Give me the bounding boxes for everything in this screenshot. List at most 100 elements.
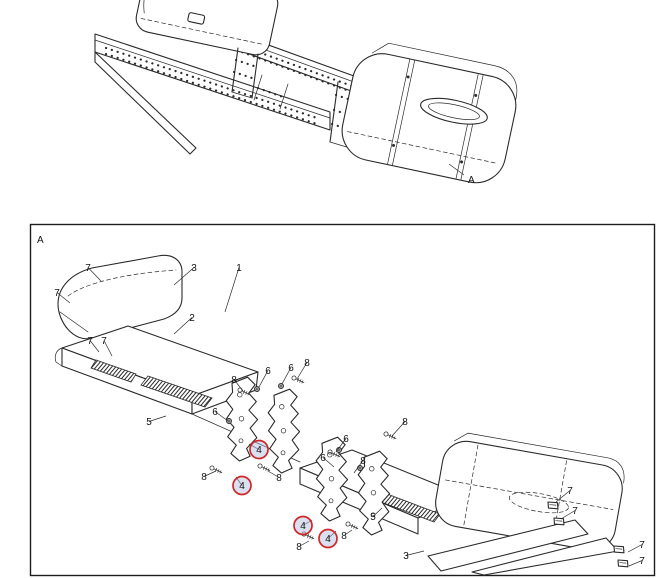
callout-number: 7 [567, 486, 573, 497]
callout-leader-line [173, 267, 195, 286]
callout-leader-line [405, 550, 425, 556]
callout-number: 4 [256, 445, 262, 456]
callout-number: 3 [403, 551, 409, 562]
callout-leader-line [353, 460, 364, 474]
callout-number: 4 [325, 534, 331, 545]
callout-leader-line [203, 470, 217, 477]
callout-number: 5 [370, 512, 376, 523]
callout-number: 7 [639, 540, 645, 551]
callout: 5 [370, 507, 383, 523]
overview-label-a: A [448, 163, 475, 186]
frame-crossmember [253, 74, 289, 110]
callout: 6 [320, 453, 335, 468]
overview-label-text: A [468, 175, 475, 186]
callout-number: 2 [189, 313, 195, 324]
callout: 6 [258, 366, 271, 388]
callout: 6 [212, 407, 229, 422]
callout-leader-line [555, 490, 571, 503]
callout-number: 8 [276, 473, 282, 484]
circled-callout: 4 [248, 439, 269, 460]
battery-box [135, 0, 279, 56]
callout-leader-line [148, 415, 167, 422]
callout-number: 8 [201, 472, 207, 483]
callout-leader-line [87, 267, 102, 282]
callout-leader-line [267, 470, 280, 478]
callout: 5 [146, 415, 167, 428]
callout-leader-line [391, 421, 406, 437]
callout: 7 [87, 336, 100, 353]
callout-number: 8 [304, 358, 310, 369]
tank-straps [387, 58, 484, 180]
callout: 6 [335, 434, 349, 453]
callout-number: 6 [343, 434, 349, 445]
callout-leader-line [233, 379, 244, 392]
callout-leader-line [627, 544, 643, 553]
callout-number: 7 [87, 336, 93, 347]
callout-number: 6 [265, 366, 271, 377]
callout-number: 1 [236, 263, 242, 274]
nut [254, 386, 260, 392]
tank-body [341, 53, 517, 184]
callout-leader-line [89, 340, 100, 353]
callout: 6 [281, 363, 294, 385]
nut [226, 418, 232, 424]
callout: 8 [353, 456, 366, 474]
callout-leader-line [560, 510, 576, 520]
callout: 8 [341, 529, 353, 542]
callout: 1 [224, 263, 242, 313]
callout-number: 6 [288, 363, 294, 374]
tread-strip [140, 375, 213, 408]
callout-number: 5 [146, 417, 152, 428]
callout-leader-line [322, 457, 335, 468]
callout-number: 6 [212, 407, 218, 418]
callout-number: 7 [101, 336, 107, 347]
highlight-circle [232, 475, 252, 496]
frame-rail-near [94, 33, 331, 155]
circled-callout: 4 [318, 528, 338, 549]
callout-number: 7 [54, 288, 60, 299]
circled-callout: 4 [232, 475, 252, 496]
callout: 7 [85, 263, 102, 282]
callout-leader-line [628, 560, 643, 567]
callout-leader-line [372, 507, 383, 517]
callout: 8 [201, 470, 217, 483]
callout-number: 8 [402, 417, 408, 428]
callout: 8 [296, 540, 310, 553]
callout-leader-line [343, 529, 353, 536]
callout-number: 7 [85, 263, 91, 274]
callout-number: 3 [191, 263, 197, 274]
nut [278, 383, 284, 389]
callout: 8 [296, 358, 310, 380]
tank-top-face [371, 42, 518, 163]
highlight-circle [249, 439, 269, 460]
circled-callout: 4 [293, 515, 313, 536]
frame-flange [94, 51, 197, 155]
callout-number: 7 [572, 506, 578, 517]
callout-leader-line [298, 540, 310, 547]
callout-leader-line [173, 317, 193, 335]
tread-strip [90, 359, 137, 383]
callout: 7 [627, 540, 645, 553]
highlight-circle [318, 528, 338, 549]
step-hanger-bracket [231, 47, 259, 99]
callout: 8 [231, 375, 244, 392]
callout: 7 [555, 486, 573, 503]
callout-number: 8 [341, 531, 347, 542]
callout: 8 [391, 417, 408, 437]
callout-leader-line [335, 438, 347, 453]
callout-leader-line [224, 267, 240, 313]
callout: 8 [267, 470, 282, 484]
callout-number: 7 [639, 556, 645, 567]
callout-leader-line [296, 362, 308, 380]
callout-leader-line [103, 340, 113, 357]
callout-number: 8 [296, 542, 302, 553]
detail-view-box: A [29, 223, 656, 577]
callout-number: 8 [231, 375, 237, 386]
highlight-circle [293, 515, 313, 536]
callout-number: 4 [300, 521, 306, 532]
tank-handle-recess [420, 97, 488, 125]
fuel-tank [341, 42, 518, 184]
